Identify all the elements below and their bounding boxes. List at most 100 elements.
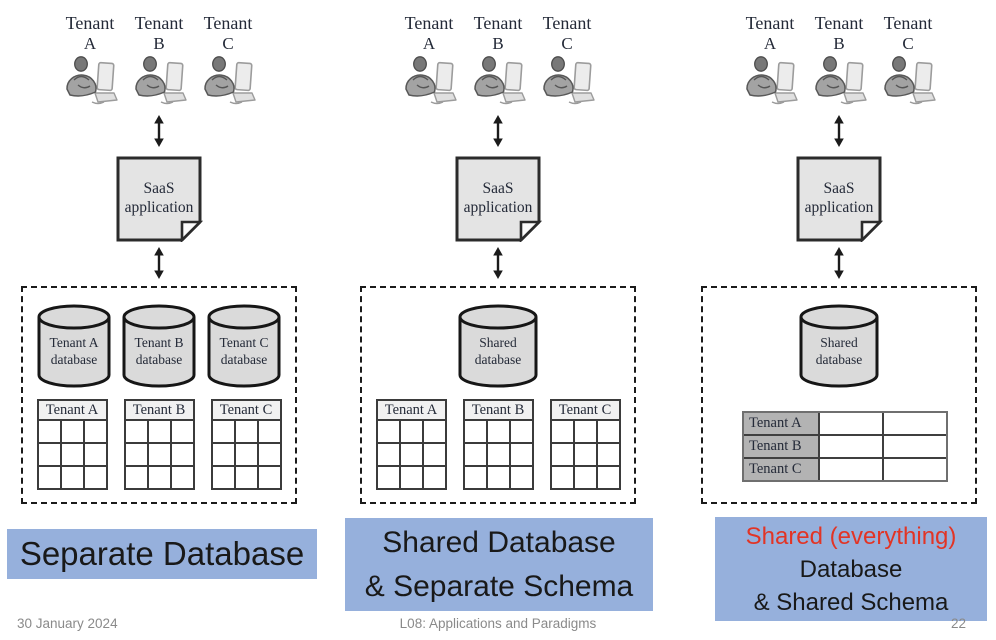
user-at-computer-icon — [131, 55, 187, 112]
database-label: Shared database — [797, 334, 881, 368]
updown-arrow-icon — [150, 246, 168, 280]
grid-cell — [510, 444, 532, 465]
saas-label-line1: SaaS — [482, 180, 514, 197]
database-label-line2: database — [135, 352, 183, 367]
grid-cell — [235, 467, 257, 488]
table-grid — [123, 421, 195, 490]
grid-cell — [61, 421, 83, 442]
banner-line: Database — [799, 555, 903, 583]
tenant-word: Tenant — [883, 13, 933, 33]
grid-cell — [171, 444, 193, 465]
banner-line: & Separate Schema — [364, 569, 634, 603]
shared-schema-table: Tenant A Tenant B Tenant C — [742, 411, 948, 482]
note-shape-icon — [116, 156, 204, 244]
saas-label: SaaS application — [114, 179, 204, 217]
tenant-word: Tenant — [134, 13, 184, 33]
table-header: Tenant B — [123, 399, 195, 421]
note-shape-icon — [796, 156, 884, 244]
grid-cell — [423, 467, 445, 488]
shared-database-cylinder: Shared database — [797, 303, 881, 391]
banner-line-highlight: Shared (everything) — [745, 522, 957, 550]
saas-application-box: SaaS application — [794, 154, 884, 244]
grid-cell — [551, 467, 573, 488]
tenant-row: Tenant A Tenant B Tenant C — [736, 13, 943, 112]
grid-cell — [148, 444, 170, 465]
database-label-line1: Tenant C — [219, 335, 269, 350]
tenant-table: Tenant A — [36, 399, 108, 490]
grid-cell — [574, 444, 596, 465]
updown-arrow-icon — [489, 246, 507, 280]
updown-arrow-icon — [830, 246, 848, 280]
grid-cell — [597, 444, 619, 465]
table-grid — [210, 421, 282, 490]
grid-cell — [125, 444, 147, 465]
tenant-b: Tenant B — [464, 13, 533, 112]
database-label-line1: Shared — [820, 335, 858, 350]
tenant-word: Tenant — [542, 13, 592, 33]
grid-cell — [212, 467, 234, 488]
database-label-line1: Tenant A — [49, 335, 99, 350]
database-label: Shared database — [456, 334, 540, 368]
user-at-computer-icon — [880, 55, 936, 112]
database-label-line2: database — [50, 352, 98, 367]
tenant-word: Tenant — [814, 13, 864, 33]
user-at-computer-icon — [200, 55, 256, 112]
grid-cell — [125, 421, 147, 442]
panel-shared-db-separate-schema: Tenant A Tenant B Tenant C — [332, 0, 664, 640]
grid-cell — [148, 467, 170, 488]
caption-banner-shared-db-separate-schema: Shared Database & Separate Schema — [345, 518, 653, 611]
schema-table-row: Tenant A Tenant B Tenant C — [362, 399, 634, 490]
grid-cell — [597, 467, 619, 488]
table-grid — [462, 421, 534, 490]
shared-table-cell — [884, 413, 946, 434]
grid-cell — [258, 444, 280, 465]
cylinder-icon — [37, 304, 111, 388]
tenant-word: Tenant — [473, 13, 523, 33]
updown-arrow-icon — [830, 114, 848, 148]
shared-table-row-label: Tenant B — [744, 436, 818, 457]
grid-cell — [38, 421, 60, 442]
shared-table-cell — [820, 436, 882, 457]
grid-cell — [551, 421, 573, 442]
grid-cell — [258, 421, 280, 442]
tenant-letter: B — [153, 34, 165, 53]
shared-table-cell — [884, 436, 946, 457]
table-grid — [549, 421, 621, 490]
saas-label-line2: application — [124, 199, 194, 216]
database-row: Shared database — [703, 303, 975, 391]
saas-application-box: SaaS application — [114, 154, 204, 244]
tenant-c: Tenant C — [194, 13, 263, 112]
footer-course-title: L08: Applications and Paradigms — [399, 616, 597, 631]
database-label-line2: database — [815, 352, 863, 367]
cylinder-icon — [207, 304, 281, 388]
grid-cell — [377, 421, 399, 442]
grid-cell — [61, 467, 83, 488]
database-label-line2: database — [474, 352, 522, 367]
grid-cell — [400, 467, 422, 488]
tenant-table: Tenant C — [210, 399, 282, 490]
tenant-a: Tenant A — [736, 13, 805, 112]
shared-table-cell — [884, 459, 946, 480]
tenant-letter: A — [83, 34, 97, 53]
database-label-line1: Tenant B — [134, 335, 184, 350]
banner-line: & Shared Schema — [753, 588, 949, 616]
tenant-letter: C — [561, 34, 573, 53]
tenant-row: Tenant A Tenant B Tenant C — [395, 13, 602, 112]
saas-label-line2: application — [804, 199, 874, 216]
banner-line: Shared Database — [382, 525, 616, 559]
grid-cell — [171, 421, 193, 442]
grid-cell — [84, 421, 106, 442]
tenant-word: Tenant — [65, 13, 115, 33]
tenant-c: Tenant C — [874, 13, 943, 112]
user-at-computer-icon — [62, 55, 118, 112]
tenant-letter: C — [222, 34, 234, 53]
grid-cell — [258, 467, 280, 488]
cylinder-icon — [799, 304, 879, 388]
grid-cell — [212, 444, 234, 465]
cylinder-icon — [458, 304, 538, 388]
shared-database-cylinder: Shared database — [456, 303, 540, 391]
user-at-computer-icon — [742, 55, 798, 112]
tenant-letter: B — [833, 34, 845, 53]
user-at-computer-icon — [539, 55, 595, 112]
grid-cell — [487, 421, 509, 442]
